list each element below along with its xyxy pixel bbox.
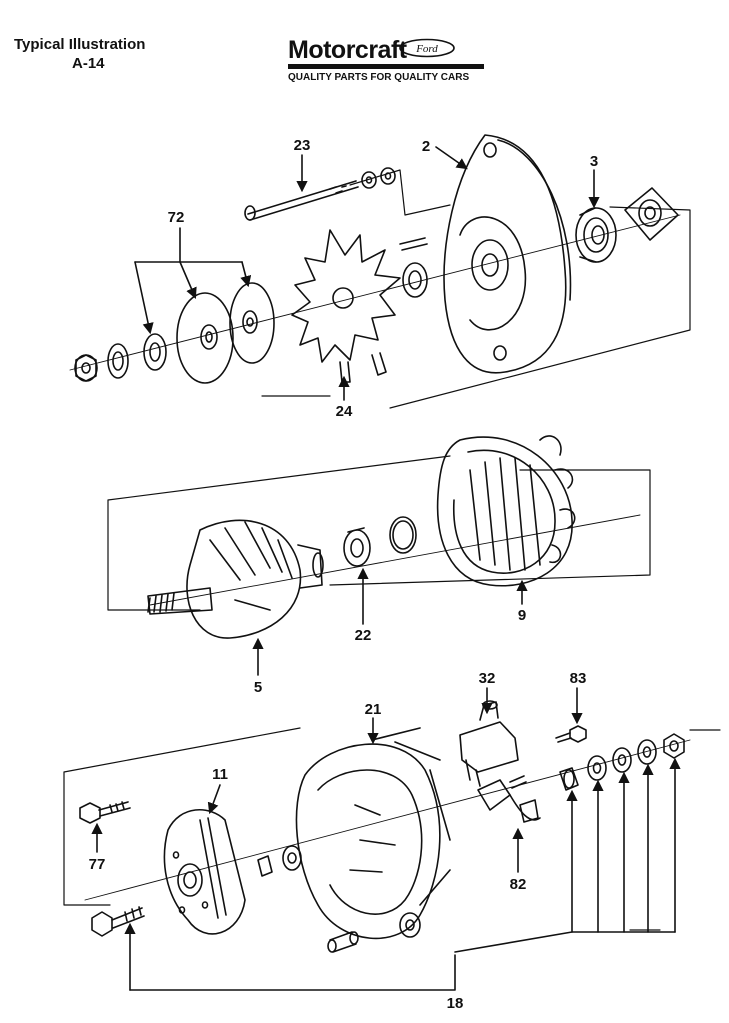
motorcraft-logo: Motorcraft Ford QUALITY PARTS FOR QUALIT…: [288, 36, 484, 83]
figure-id: A-14: [72, 55, 105, 72]
leader-18-base: [129, 954, 456, 991]
leader-2: [435, 146, 468, 170]
part-2-front-housing: [443, 134, 572, 374]
part-83-screw: [555, 725, 587, 743]
callout-18: 18: [447, 995, 464, 1012]
callout-9: 9: [518, 607, 526, 624]
callout-23: 23: [294, 137, 311, 154]
callout-77: 77: [89, 856, 106, 873]
part-21-rear-housing: [295, 727, 451, 940]
group2-outline: [107, 455, 651, 611]
callout-labels: 23 2 3 72 24 9 22 5 32 83 21 11 77 82 18: [89, 137, 599, 1012]
part-bushing: [327, 931, 359, 953]
part-5-rotor: [147, 519, 324, 639]
leader-18-right: [454, 931, 676, 953]
callout-2: 2: [422, 138, 430, 155]
group-front-housing: [69, 134, 691, 409]
leader-11: [207, 784, 221, 815]
callout-3: 3: [590, 153, 598, 170]
ford-oval-text: Ford: [415, 43, 438, 55]
callout-24: 24: [336, 403, 353, 420]
group-rotor-stator: [107, 435, 651, 639]
part-9-stator: [436, 435, 576, 587]
leader-72-trunk: [134, 227, 243, 263]
leader-lines: [91, 146, 681, 991]
group-rear-housing: [63, 700, 721, 953]
part-32-regulator: [459, 700, 519, 787]
group1-centerline: [69, 214, 681, 371]
brand-underline: [288, 64, 484, 69]
part-washer-small: [361, 167, 396, 189]
brand-tagline: QUALITY PARTS FOR QUALITY CARS: [288, 72, 470, 83]
part-72-pulley-set: [74, 282, 275, 384]
callout-5: 5: [254, 679, 262, 696]
part-24-fan: [291, 229, 401, 383]
part-82-brush-holder: [477, 775, 541, 823]
part-11-rectifier-plate: [163, 808, 246, 935]
part-23-through-bolt: [244, 180, 359, 221]
part-77-screw: [79, 801, 131, 824]
callout-82: 82: [510, 876, 527, 893]
group1-outline: [261, 169, 691, 409]
part-bearing-retainer: [624, 187, 679, 241]
leader-72-a: [134, 261, 154, 335]
part-22-bearing: [343, 527, 371, 567]
ford-oval-logo: Ford: [399, 38, 455, 58]
callout-83: 83: [570, 670, 587, 687]
callout-72: 72: [168, 209, 185, 226]
callout-32: 32: [479, 670, 496, 687]
callout-22: 22: [355, 627, 372, 644]
part-spacer: [399, 237, 428, 298]
group2-centerline: [149, 514, 641, 606]
part-long-bolt: [91, 906, 145, 937]
brand-name: Motorcraft: [288, 36, 407, 64]
group3-outline: [63, 727, 721, 931]
leader-72-c: [240, 261, 252, 288]
part-3-bearing: [575, 207, 617, 263]
part-o-ring: [389, 516, 417, 554]
illustration-title: Typical Illustration: [14, 36, 146, 53]
callout-11: 11: [212, 766, 228, 783]
part-insulator: [257, 845, 302, 877]
leader-72-b: [179, 261, 197, 300]
callout-21: 21: [365, 701, 382, 718]
